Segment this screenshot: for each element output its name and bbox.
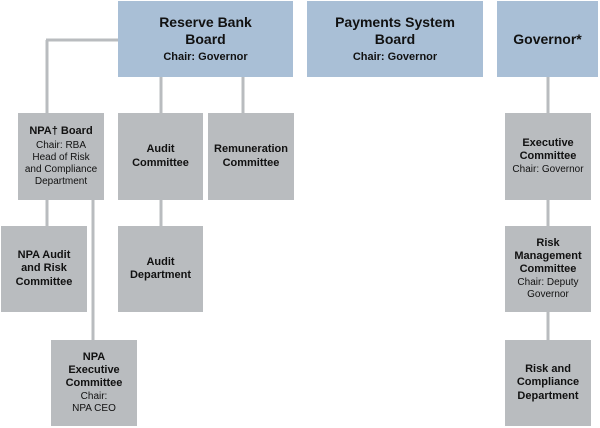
executive-committee-box: Executive Committee Chair: Governor — [505, 113, 591, 200]
npa-board-title: NPA† Board — [29, 125, 93, 138]
audit-department-title: Audit Department — [129, 255, 192, 281]
payments-system-board-box: Payments System Board Chair: Governor — [307, 1, 483, 77]
npa-executive-committee-box: NPA Executive Committee Chair: NPA CEO — [51, 340, 137, 426]
npa-executive-committee-title: NPA Executive Committee — [65, 350, 123, 390]
payments-system-board-title: Payments System Board — [335, 14, 455, 47]
risk-compliance-department-box: Risk and Compliance Department — [505, 340, 591, 426]
npa-audit-risk-committee-title: NPA Audit and Risk Committee — [15, 249, 73, 288]
audit-department-box: Audit Department — [118, 226, 203, 312]
audit-committee-title: Audit Committee — [132, 143, 189, 169]
npa-executive-committee-chair: Chair: NPA CEO — [72, 391, 116, 415]
reserve-bank-board-title: Reserve Bank Board — [159, 14, 252, 47]
reserve-bank-board-box: Reserve Bank Board Chair: Governor — [118, 1, 293, 77]
governor-box: Governor* — [497, 1, 598, 77]
risk-compliance-department-title: Risk and Compliance Department — [516, 363, 580, 402]
npa-board-chair: Chair: RBA Head of Risk and Compliance D… — [24, 139, 98, 187]
npa-board-box: NPA† Board Chair: RBA Head of Risk and C… — [18, 113, 104, 200]
payments-system-board-chair: Chair: Governor — [352, 50, 438, 63]
risk-management-committee-title: Risk Management Committee — [514, 236, 582, 276]
remuneration-committee-box: Remuneration Committee — [208, 113, 294, 200]
executive-committee-title: Executive Committee — [519, 136, 577, 162]
governor-title: Governor* — [513, 30, 582, 47]
npa-audit-risk-committee-box: NPA Audit and Risk Committee — [1, 226, 87, 312]
risk-management-committee-chair: Chair: Deputy Governor — [517, 277, 579, 301]
risk-management-committee-box: Risk Management Committee Chair: Deputy … — [505, 226, 591, 312]
remuneration-committee-title: Remuneration Committee — [214, 143, 288, 169]
audit-committee-box: Audit Committee — [118, 113, 203, 200]
reserve-bank-board-chair: Chair: Governor — [163, 50, 248, 63]
executive-committee-chair: Chair: Governor — [512, 164, 584, 176]
